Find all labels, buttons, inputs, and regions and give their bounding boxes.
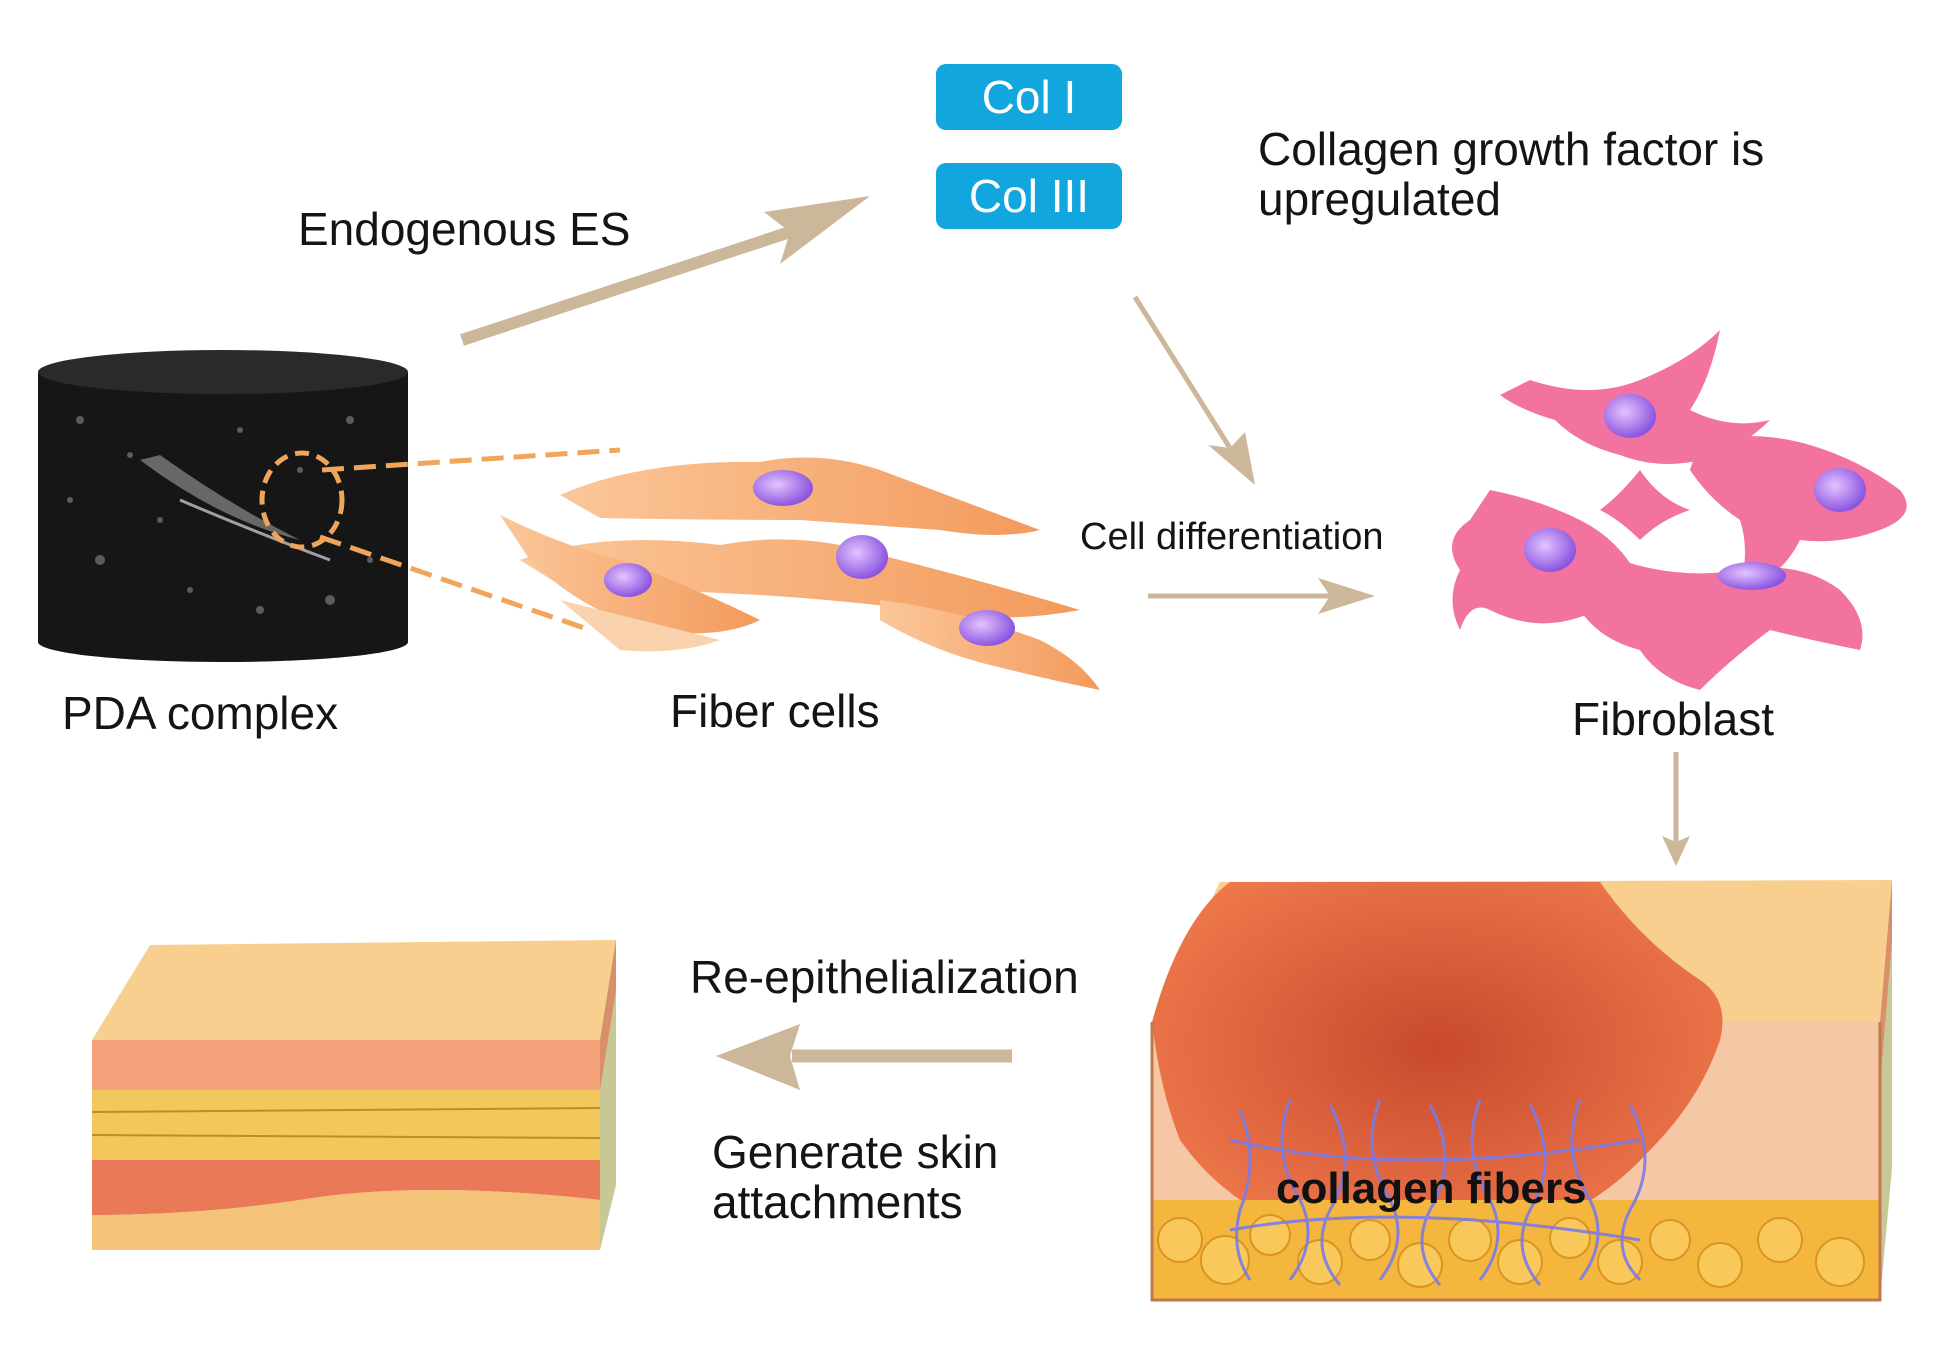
- endogenous-es-label: Endogenous ES: [298, 203, 631, 255]
- growth-factor-label-line1: Collagen growth factor is: [1258, 123, 1765, 175]
- nucleus: [1718, 562, 1786, 590]
- fiber-cells-label: Fiber cells: [670, 685, 880, 737]
- nucleus: [1814, 468, 1866, 512]
- arrow-cell-differentiation: [1148, 578, 1375, 614]
- wounded-skin-block: [1150, 880, 1892, 1302]
- arrow-re-epithelialization: [716, 1024, 1012, 1090]
- collagen-fibers-label: collagen fibers: [1276, 1164, 1587, 1213]
- nucleus: [1524, 528, 1576, 572]
- fibroblast-illustration: [1452, 330, 1907, 690]
- skin-attachments-label-line1: Generate skin: [712, 1126, 999, 1178]
- nucleus: [753, 470, 813, 506]
- healed-skin-block: [91, 940, 616, 1250]
- nucleus: [1604, 394, 1656, 438]
- growth-factor-label-line2: upregulated: [1258, 173, 1501, 225]
- nucleus: [604, 563, 652, 597]
- arrow-endogenous-es: [460, 196, 870, 346]
- skin-attachments-label-line2: attachments: [712, 1176, 963, 1228]
- cell-differentiation-label: Cell differentiation: [1080, 516, 1384, 558]
- zoom-callout: [259, 447, 621, 633]
- re-epithelialization-label: Re-epithelialization: [690, 951, 1079, 1003]
- col-i-badge: Col I: [936, 64, 1122, 130]
- nucleus: [959, 610, 1015, 646]
- pda-complex-cylinder: [38, 350, 408, 662]
- arrow-to-differentiation: [1132, 295, 1255, 485]
- col-iii-badge: Col III: [936, 163, 1122, 229]
- fiber-cells-illustration: [500, 457, 1100, 690]
- fibroblast-label: Fibroblast: [1572, 693, 1774, 745]
- arrow-fibroblast-down: [1662, 752, 1690, 866]
- pda-complex-label: PDA complex: [62, 687, 339, 739]
- nucleus: [836, 535, 888, 579]
